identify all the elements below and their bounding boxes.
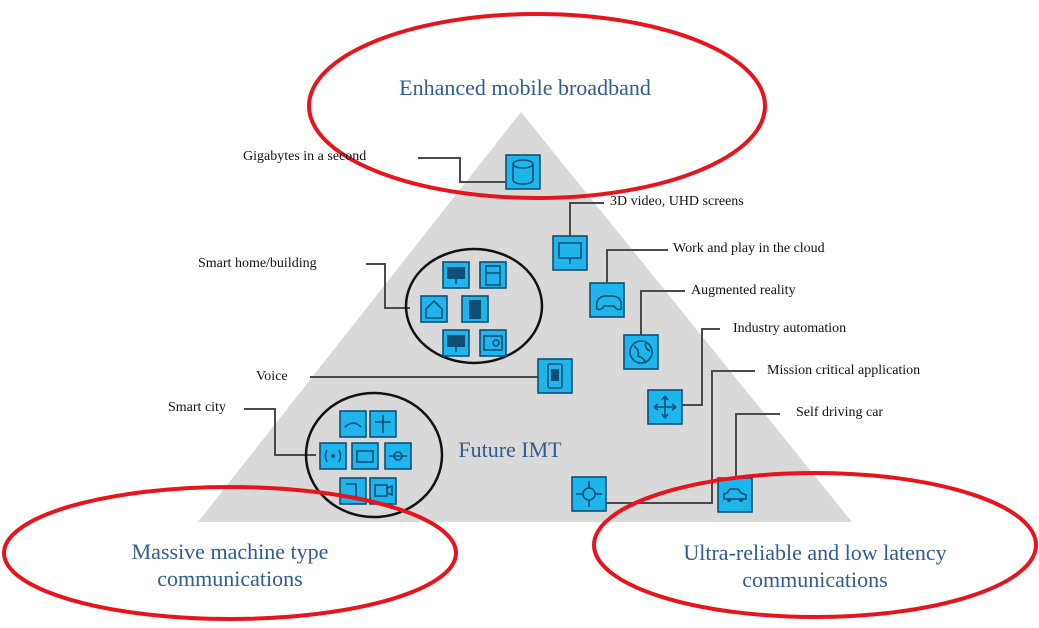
leader-mission <box>596 370 755 504</box>
label-video: 3D video, UHD screens <box>610 194 744 209</box>
corner-title-mmtc-line1: Massive machine type <box>131 539 329 564</box>
leader-lines <box>244 157 780 504</box>
monitor-icon <box>442 329 470 357</box>
monitor-icon <box>442 261 470 289</box>
leader-video <box>569 202 604 236</box>
label-ar: Augmented reality <box>691 283 796 298</box>
corner-title-embb: Enhanced mobile broadband <box>399 75 651 100</box>
globe-icon <box>623 334 659 370</box>
tablet-icon <box>537 358 573 394</box>
smart-home-cluster <box>404 247 544 365</box>
leader-smart-city <box>244 408 316 456</box>
car-icon <box>717 477 753 513</box>
label-voice: Voice <box>256 369 288 384</box>
leader-gigabytes <box>418 157 505 183</box>
leader-cloud <box>606 249 668 283</box>
washer-icon <box>479 329 507 357</box>
camera-icon <box>351 442 379 470</box>
corner-title-urllc-line1: Ultra-reliable and low latency <box>683 540 947 565</box>
smart-city-cluster <box>304 391 444 519</box>
arrows-icon <box>647 389 683 425</box>
server-icon <box>339 410 367 438</box>
leader-smart-home <box>366 263 410 309</box>
highlight-embb <box>307 12 767 200</box>
fridge-icon <box>461 295 489 323</box>
label-cloud: Work and play in the cloud <box>673 241 825 256</box>
wifi-icon <box>319 442 347 470</box>
label-self-driving: Self driving car <box>796 405 884 420</box>
label-gigabytes: Gigabytes in a second <box>243 149 367 164</box>
corner-title-urllc-line2: communications <box>742 567 888 592</box>
label-mission: Mission critical application <box>767 363 921 378</box>
center-label: Future IMT <box>458 437 562 462</box>
monitor-icon <box>552 235 588 271</box>
highlight-mmtc <box>2 485 458 621</box>
crosshair-icon <box>571 476 607 512</box>
leader-ar <box>640 290 685 335</box>
corner-title-mmtc-line2: communications <box>157 566 303 591</box>
leader-industry <box>679 328 720 406</box>
sensor-icon <box>384 442 412 470</box>
gamepad-icon <box>589 282 625 318</box>
home-icon <box>420 295 448 323</box>
leader-self-driving <box>735 413 780 480</box>
label-industry: Industry automation <box>733 321 847 336</box>
highlight-urllc <box>592 471 1038 619</box>
fridge-icon <box>479 261 507 289</box>
sensor-icon <box>369 410 397 438</box>
label-smart-home: Smart home/building <box>198 256 317 271</box>
database-icon <box>505 154 541 190</box>
camera-icon <box>369 477 397 505</box>
label-smart-city: Smart city <box>168 400 226 415</box>
